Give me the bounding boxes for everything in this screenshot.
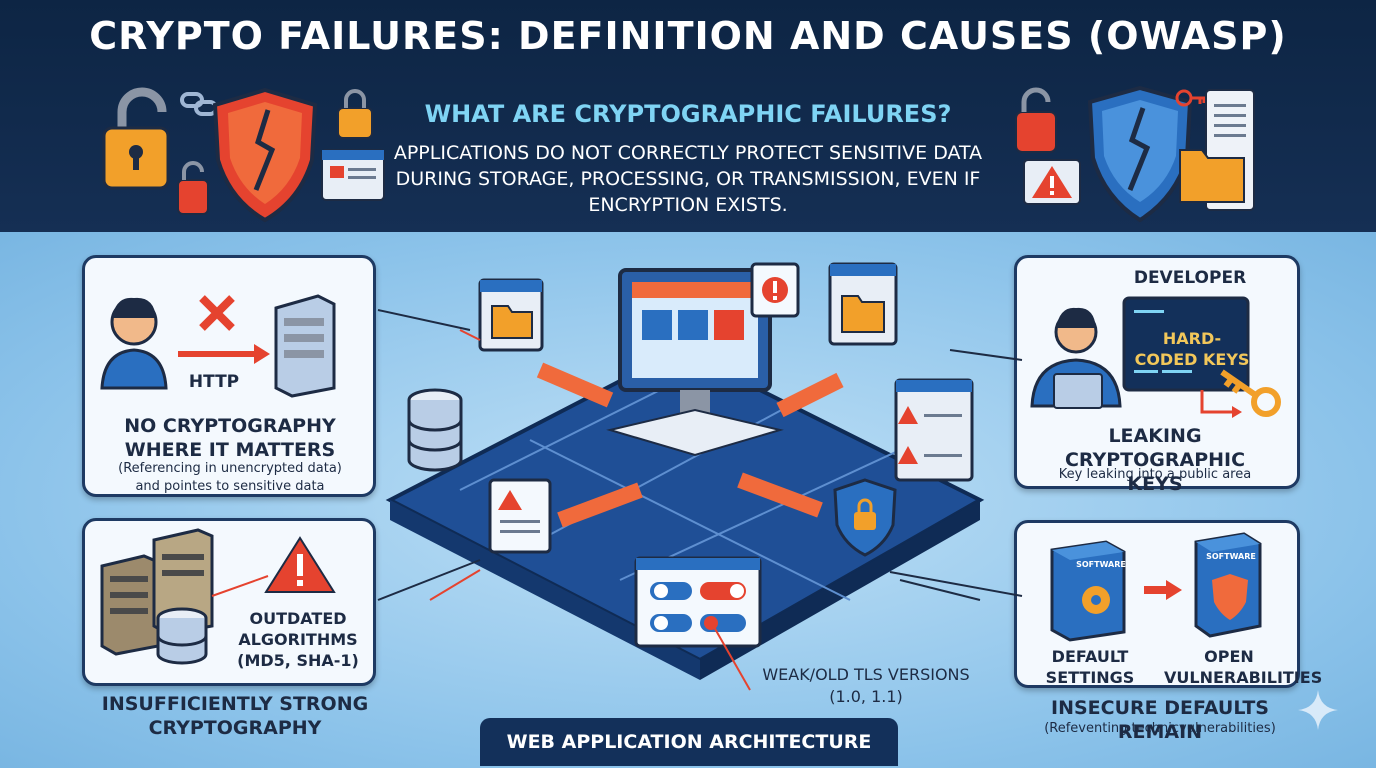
platform-base: [385, 347, 985, 680]
software-box-right-label: SOFTWARE: [1206, 552, 1256, 561]
insecure-defaults-heading: INSECURE DEFAULTS REMAIN: [1051, 697, 1269, 743]
monitor-icon: [606, 268, 784, 457]
warning-triangle-icon: [1023, 159, 1081, 205]
golden-key-icon: [1220, 369, 1281, 417]
header-banner: CRYPTO FAILURES: DEFINITION AND CAUSES (…: [0, 0, 1376, 232]
broken-link-icon: [180, 92, 218, 116]
database-small-icon: [156, 607, 208, 665]
folder-icon: [1179, 149, 1245, 203]
software-box-shield-icon: [1194, 532, 1262, 638]
default-settings-label: DEFAULT SETTINGS: [1045, 647, 1135, 687]
hard-coded-keys-label: HARD-CODED KEYS: [1134, 329, 1250, 369]
software-boxes-illustration: [1050, 532, 1262, 642]
small-padlock-icon: [337, 89, 373, 139]
cracked-blue-shield-icon: [1087, 85, 1193, 223]
open-vulnerabilities-label: OPEN VULNERABILITIES: [1164, 647, 1323, 687]
sparkle-icon: [1298, 690, 1338, 730]
folder-window-icon: [478, 278, 544, 352]
no-crypto-note-1: (Referencing in unencrypted data): [118, 461, 342, 476]
padlock-red-icon: [177, 161, 209, 215]
transfer-arrow-icon: [178, 344, 270, 364]
open-padlock-icon: [102, 87, 170, 190]
toggle-settings-window-icon: [634, 556, 762, 648]
architecture-label: WEB APPLICATION ARCHITECTURE: [480, 718, 898, 766]
weak-tls-label: WEAK/OLD TLS VERSIONS (1.0, 1.1): [762, 665, 970, 706]
warning-triangle-red-icon: [264, 536, 336, 593]
user-icon: [100, 297, 168, 390]
http-label: HTTP: [188, 372, 240, 392]
data-flow-arrows: [536, 362, 844, 528]
folder-window-right-icon: [828, 262, 898, 346]
old-server-icon: [100, 528, 214, 656]
key-icon: [1175, 89, 1206, 107]
leak-arrow: [1200, 390, 1234, 414]
database-icon: [407, 388, 463, 472]
developer-illustration: [1030, 296, 1281, 418]
cracked-shield-icon: [212, 87, 318, 223]
developer-icon: [1030, 307, 1122, 409]
leaking-keys-note: Key leaking into a public area: [1058, 467, 1252, 482]
lock-shield-icon: [833, 478, 897, 557]
section-subtitle: WHAT ARE CRYPTOGRAPHIC FAILURES?: [424, 100, 952, 128]
outdated-algorithms-label: OUTDATED ALGORITHMS (MD5, SHA-1): [237, 609, 359, 670]
blocked-x-icon: [199, 295, 235, 331]
no-crypto-note-2: and pointes to sensitive data: [135, 479, 325, 494]
no-crypto-heading: NO CRYPTOGRAPHY WHERE IT MATTERS: [124, 415, 336, 461]
alert-document-icon: [488, 478, 552, 554]
header-right-icons: [1015, 85, 1255, 223]
code-window-icon: [1122, 296, 1250, 392]
definition-text: APPLICATIONS DO NOT CORRECTLY PROTECT SE…: [393, 142, 983, 216]
callout-lines: [429, 329, 981, 691]
server-icon: [274, 294, 336, 398]
card-connectors: [377, 309, 1023, 601]
software-box-gear-icon: [1050, 540, 1126, 642]
document-window-icon: [321, 149, 385, 201]
alert-window-icon: [750, 262, 800, 318]
header-left-icons: [102, 87, 385, 223]
weak-crypto-heading: INSUFFICIENTLY STRONG CRYPTOGRAPHY: [101, 693, 369, 739]
legacy-servers-illustration: [100, 528, 336, 665]
software-box-left-label: SOFTWARE: [1076, 560, 1126, 569]
leaking-keys-heading: LEAKING CRYPTOGRAPHIC KEYS: [1064, 425, 1246, 495]
insecure-defaults-note: (Refeventing technicvulnerabilities): [1044, 721, 1276, 736]
developer-label: DEVELOPER: [1133, 268, 1247, 288]
callout-line: [211, 575, 269, 597]
warning-list-window-icon: [894, 378, 974, 482]
padlock-red-right-icon: [1015, 87, 1057, 153]
page-title: CRYPTO FAILURES: DEFINITION AND CAUSES (…: [89, 14, 1287, 58]
right-arrow-icon: [1144, 580, 1182, 600]
http-transfer-illustration: [100, 294, 336, 398]
architecture-platform: [385, 262, 985, 691]
